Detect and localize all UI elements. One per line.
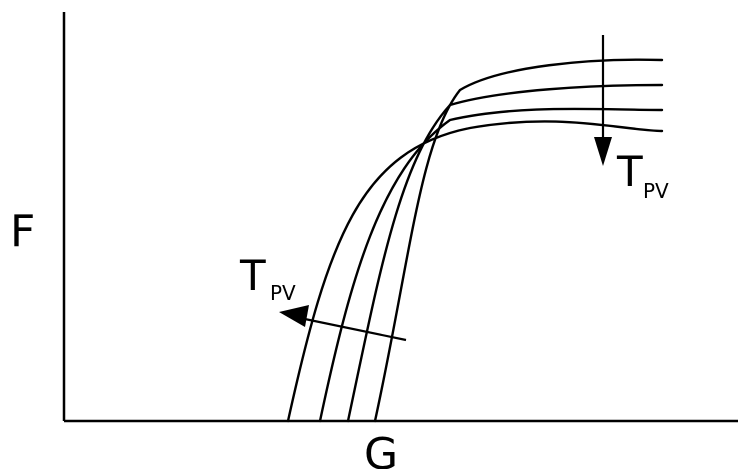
curve-4 (373, 58, 664, 423)
curve-3 (346, 83, 664, 423)
left-arrow (279, 305, 407, 342)
left-arrow-head (279, 305, 309, 327)
left-arrow-subscript: PV (270, 281, 296, 305)
y-axis-label: F (10, 206, 35, 257)
left-arrow-shaft (299, 316, 407, 342)
curve-1 (286, 120, 664, 423)
right-arrow (594, 35, 612, 166)
x-axis-label: G (364, 429, 398, 469)
curve-2 (318, 107, 664, 423)
curve-group (286, 58, 664, 423)
right-arrow-subscript: PV (643, 179, 669, 203)
left-arrow-label: T (239, 251, 266, 300)
right-arrow-head (594, 137, 612, 166)
right-arrow-label: T (616, 147, 643, 196)
